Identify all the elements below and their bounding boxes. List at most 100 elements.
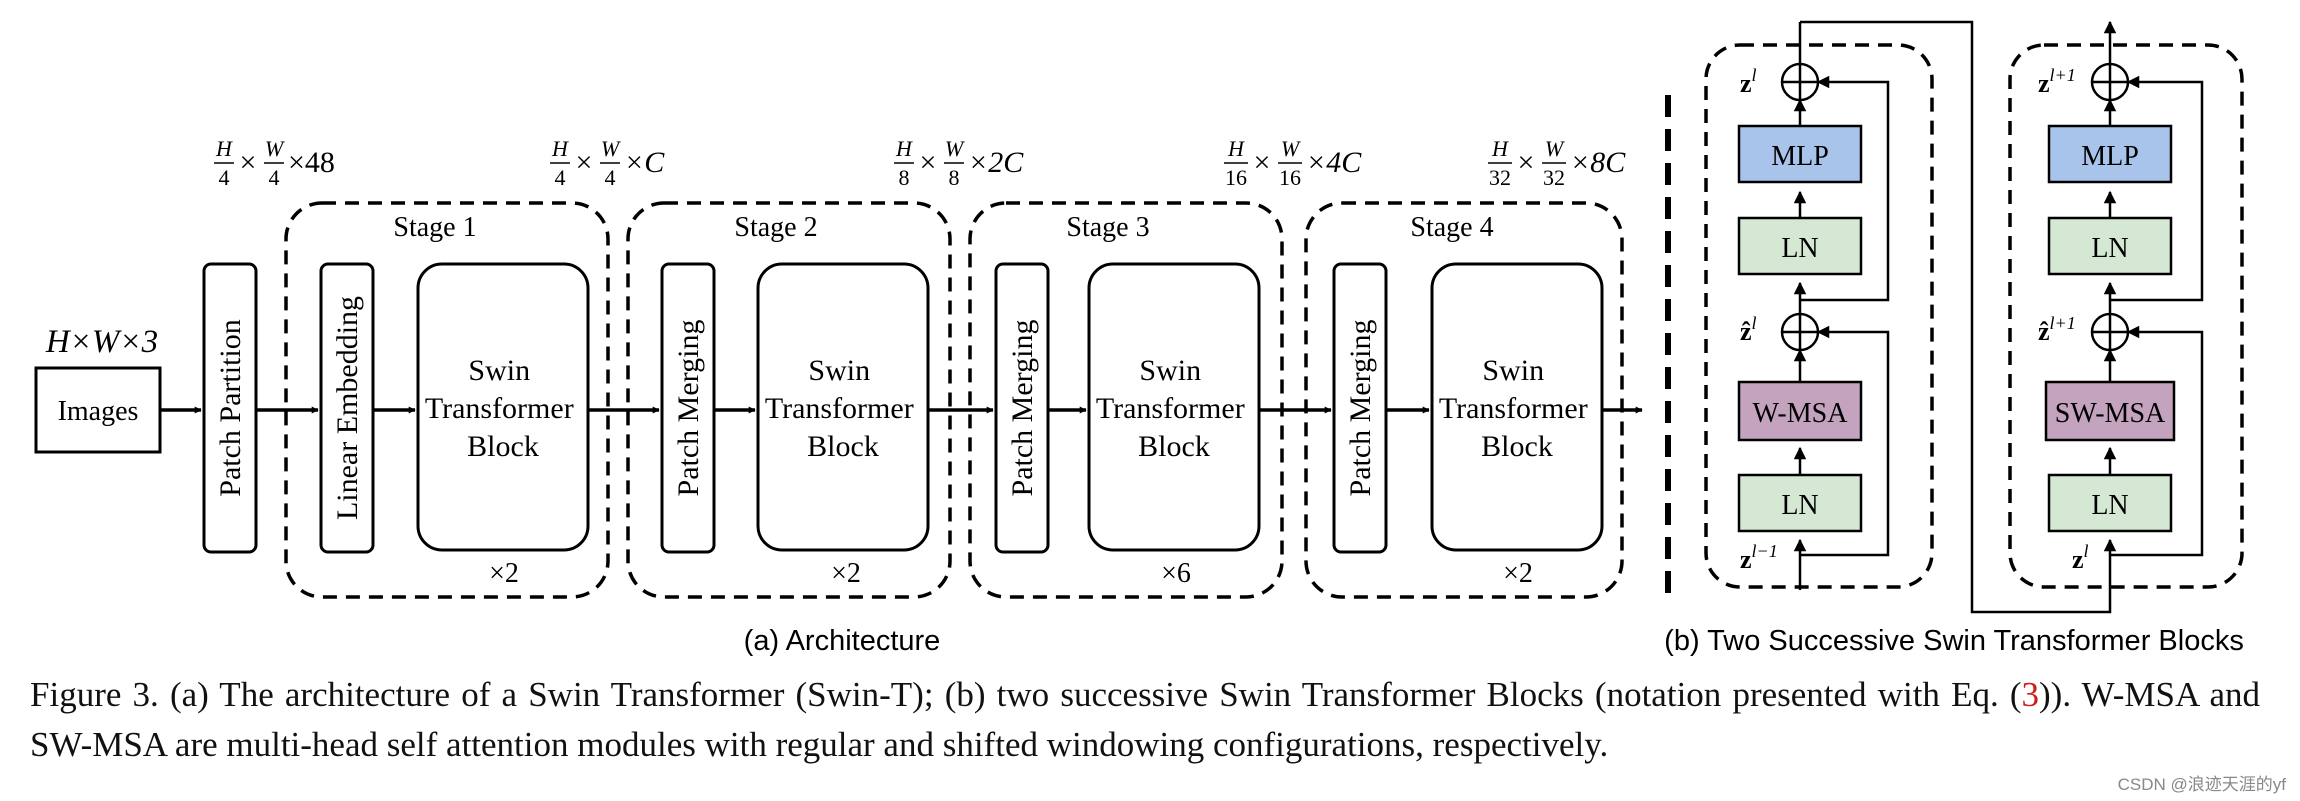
svg-text:×: ×	[1254, 146, 1271, 179]
stage-3-title: Stage 3	[1066, 212, 1149, 243]
architecture-diagram: H×W×3 Images Patch Partition H 4 × W 4 ×…	[34, 136, 1643, 657]
stage-3-frame	[968, 201, 1284, 599]
stage-4-patch-merging-label: Patch Merging	[1344, 320, 1377, 497]
stage-3-patch-merging-label: Patch Merging	[1006, 320, 1039, 497]
dim-label-3: H 16 × W 16 ×4C	[1224, 136, 1362, 190]
svg-text:×: ×	[240, 146, 257, 179]
block-2-ln-2	[2047, 216, 2173, 276]
stage-1: Stage 1 Linear Embedding Swin Transforme…	[284, 201, 610, 599]
stage-4-swin-block	[1430, 262, 1604, 552]
stage-1-frame	[284, 201, 610, 599]
svg-text:H: H	[1227, 136, 1245, 161]
stage-4-title: Stage 4	[1410, 212, 1493, 243]
images-box	[34, 366, 162, 454]
svg-text:zl: zl	[1740, 65, 1757, 98]
svg-text:W: W	[601, 136, 621, 161]
svg-text:MLP: MLP	[2081, 141, 2139, 172]
svg-text:W: W	[265, 136, 285, 161]
svg-text:16: 16	[1279, 165, 1301, 190]
equation-ref-link[interactable]: 3	[2021, 675, 2040, 714]
svg-text:4: 4	[605, 165, 616, 190]
subcaption-a: (a) Architecture	[744, 625, 941, 657]
stage-2-repeat: ×2	[831, 558, 861, 589]
watermark: CSDN @浪迹天涯的yf	[2117, 775, 2286, 794]
linear-embedding-box	[319, 262, 375, 554]
stage-2-swin-block	[756, 262, 930, 552]
svg-text:ẑl+1: ẑl+1	[2038, 313, 2076, 346]
svg-text:×2C: ×2C	[968, 146, 1024, 179]
stage-4-frame	[1304, 201, 1624, 599]
input-dims: H×W×3	[45, 324, 158, 360]
svg-text:32: 32	[1489, 165, 1511, 190]
svg-text:zl: zl	[2072, 541, 2089, 574]
svg-text:×48: ×48	[288, 146, 335, 179]
stage-2-title: Stage 2	[734, 212, 817, 243]
svg-text:H: H	[551, 136, 569, 161]
svg-text:×: ×	[576, 146, 593, 179]
svg-text:MLP: MLP	[1771, 141, 1829, 172]
svg-text:ẑl: ẑl	[1740, 313, 1757, 346]
patch-partition-box	[202, 262, 258, 554]
svg-text:H: H	[1491, 136, 1509, 161]
svg-text:4: 4	[219, 165, 230, 190]
svg-text:×: ×	[1518, 146, 1535, 179]
svg-text:Swin Transformer: Swin Transformer Block	[765, 354, 921, 463]
svg-text:LN: LN	[2091, 490, 2128, 521]
stage-2-frame	[626, 201, 952, 599]
stage-1-title: Stage 1	[393, 212, 476, 243]
successive-blocks-diagram: MLP LN W-MSA LN zl ẑl zl−1	[1664, 20, 2244, 657]
svg-text:4: 4	[269, 165, 280, 190]
block-2-frame	[2008, 43, 2244, 589]
svg-text:16: 16	[1225, 165, 1247, 190]
svg-text:Swin Transformer: Swin Transformer Block	[425, 354, 581, 463]
dim-label-2: H 8 × W 8 ×2C	[894, 136, 1024, 190]
svg-text:LN: LN	[1781, 233, 1818, 264]
stage-2: Stage 2 Patch Merging Swin Transformer B…	[626, 201, 952, 599]
svg-text:W: W	[945, 136, 965, 161]
svg-text:×: ×	[920, 146, 937, 179]
stage-4-patch-merging-box	[1332, 262, 1388, 554]
stage-3-patch-merging-box	[994, 262, 1050, 554]
dim-label-0: H 4 × W 4 ×48	[214, 136, 335, 190]
svg-text:×C: ×C	[624, 146, 665, 179]
dim-label-4: H 32 × W 32 ×8C	[1488, 136, 1626, 190]
svg-text:H: H	[895, 136, 913, 161]
svg-text:H: H	[215, 136, 233, 161]
svg-text:32: 32	[1543, 165, 1565, 190]
dim-label-1: H 4 × W 4 ×C	[550, 136, 665, 190]
block-1: MLP LN W-MSA LN zl ẑl zl−1	[1704, 20, 2112, 614]
block-1-ln-2	[1737, 216, 1863, 276]
block-2: MLP LN SW-MSA LN zl+1 ẑl+1 zl	[2008, 20, 2244, 590]
svg-text:LN: LN	[1781, 490, 1818, 521]
svg-text:W-MSA: W-MSA	[1753, 398, 1849, 429]
svg-text:LN: LN	[2091, 233, 2128, 264]
svg-text:W: W	[1545, 136, 1565, 161]
stage-4-repeat: ×2	[1503, 558, 1533, 589]
figure-caption: Figure 3. (a) The architecture of a Swin…	[30, 675, 2260, 764]
stage-2-patch-merging-label: Patch Merging	[672, 320, 705, 497]
stage-4: Stage 4 Patch Merging Swin Transformer B…	[1304, 201, 1624, 599]
svg-text:W: W	[1281, 136, 1301, 161]
stage-2-patch-merging-box	[660, 262, 716, 554]
svg-text:zl+1: zl+1	[2038, 65, 2076, 98]
linear-embedding-label: Linear Embedding	[331, 296, 364, 520]
block-1-attn	[1737, 380, 1863, 442]
svg-text:×8C: ×8C	[1570, 146, 1626, 179]
block-2-ln-1	[2047, 473, 2173, 533]
images-label: Images	[58, 396, 139, 427]
stage-1-repeat: ×2	[489, 558, 519, 589]
stage-3-swin-block	[1087, 262, 1261, 552]
block-1-ln-1	[1737, 473, 1863, 533]
block-2-mlp	[2047, 124, 2173, 184]
svg-text:8: 8	[899, 165, 910, 190]
block-1-mlp	[1737, 124, 1863, 184]
stage-3-repeat: ×6	[1161, 558, 1191, 589]
subcaption-b: (b) Two Successive Swin Transformer Bloc…	[1664, 625, 2244, 657]
block-2-attn	[2044, 380, 2176, 442]
stage-3: Stage 3 Patch Merging Swin Transformer B…	[968, 201, 1284, 599]
svg-text:zl−1: zl−1	[1740, 541, 1778, 574]
svg-text:4: 4	[555, 165, 566, 190]
dimension-labels: H 4 × W 4 ×48 H 4 × W 4 ×C H	[214, 136, 1626, 190]
svg-text:SW-MSA: SW-MSA	[2055, 398, 2166, 429]
patch-partition-label: Patch Partition	[214, 319, 247, 496]
